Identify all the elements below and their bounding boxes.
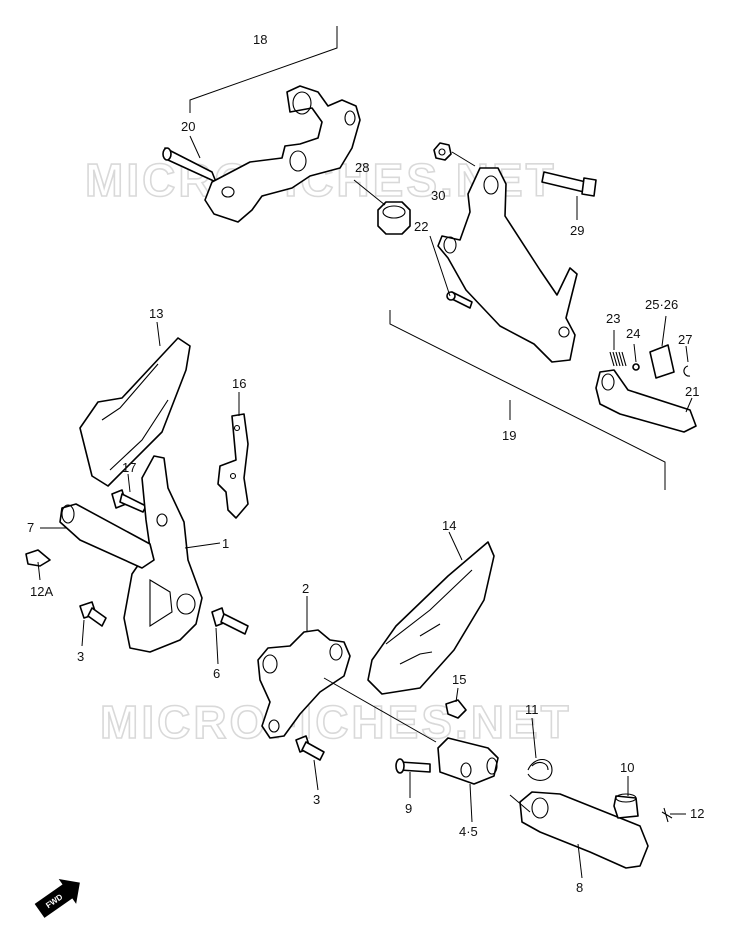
part-13-heel-plate — [79, 337, 191, 487]
bracket-assembly-18 — [162, 26, 361, 223]
label-11: 11 — [525, 702, 539, 717]
label-10: 10 — [620, 760, 634, 775]
label-16: 16 — [232, 376, 246, 391]
label-1: 1 — [222, 536, 229, 551]
label-14: 14 — [442, 518, 456, 533]
label-24: 24 — [626, 326, 640, 341]
label-17: 17 — [122, 460, 136, 475]
label-12: 12 — [690, 806, 704, 821]
label-3-lower: 3 — [313, 792, 320, 807]
label-9: 9 — [405, 801, 412, 816]
part-16-bracket — [217, 413, 249, 519]
part-2-bracket — [257, 629, 351, 739]
label-19: 19 — [502, 428, 516, 443]
part-25-26-plate — [649, 344, 675, 379]
label-29: 29 — [570, 223, 584, 238]
label-21: 21 — [685, 384, 699, 399]
part-7-footpeg — [59, 503, 155, 569]
label-23: 23 — [606, 311, 620, 326]
label-22: 22 — [414, 219, 428, 234]
label-4-5: 4·5 — [459, 824, 478, 839]
rear-footrest-assembly-19 — [377, 142, 697, 490]
part-12-clip — [661, 807, 673, 823]
label-6: 6 — [213, 666, 220, 681]
part-11-spring — [527, 758, 553, 781]
label-7: 7 — [27, 520, 34, 535]
part-labels: 18 20 28 30 29 22 23 24 25·26 27 21 19 1… — [27, 32, 704, 895]
label-12a: 12A — [30, 584, 53, 599]
part-8-footpeg — [519, 791, 649, 869]
label-18: 18 — [253, 32, 267, 47]
leader-lines — [37, 151, 693, 879]
part-30-nut — [433, 142, 452, 161]
part-24-ball — [632, 363, 640, 371]
fwd-arrow-icon: FWD — [34, 878, 80, 918]
lower-footrest-assembly — [257, 541, 673, 869]
part-21-footpeg — [595, 369, 697, 433]
part-12a-bolt — [25, 549, 51, 567]
label-30: 30 — [431, 188, 445, 203]
label-8: 8 — [576, 880, 583, 895]
label-20: 20 — [181, 119, 195, 134]
label-3-left: 3 — [77, 649, 84, 664]
label-28: 28 — [355, 160, 369, 175]
part-27-clip — [683, 365, 691, 377]
part-10-collar — [613, 795, 639, 819]
part-23-spring — [609, 351, 627, 367]
label-13: 13 — [149, 306, 163, 321]
label-27: 27 — [678, 332, 692, 347]
part-14-heel-plate — [367, 541, 495, 695]
watermark-bottom: MICROFICHES.NET — [100, 696, 572, 748]
label-15: 15 — [452, 672, 466, 687]
front-footrest-assembly — [25, 337, 249, 653]
part-19-bracket — [437, 167, 578, 363]
part-18-bracket — [204, 85, 361, 223]
label-25-26: 25·26 — [645, 297, 678, 312]
part-4-5-pivot — [437, 737, 499, 785]
label-2: 2 — [302, 581, 309, 596]
